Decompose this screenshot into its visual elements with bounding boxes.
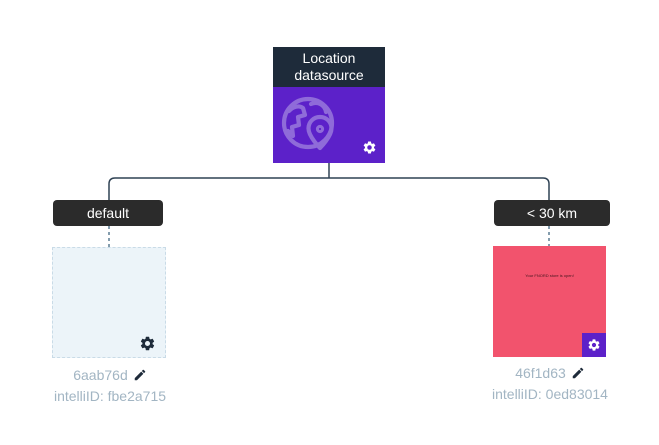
node-body: [273, 87, 385, 163]
edit-pencil-icon[interactable]: [133, 367, 147, 381]
variant-caption-distance: 46f1d63 intelliID: 0ed83014: [465, 363, 635, 405]
variant-box-distance[interactable]: Your FNORD store is open!: [493, 246, 606, 357]
gear-icon[interactable]: [362, 140, 377, 155]
globe-location-icon: [277, 92, 343, 165]
variant-id: 46f1d63: [515, 365, 566, 381]
variant-caption-default: 6aab76d intelliID: fbe2a715: [25, 365, 195, 407]
variant-id: 6aab76d: [73, 367, 128, 383]
gear-icon[interactable]: [139, 335, 156, 352]
edit-pencil-icon[interactable]: [571, 365, 585, 379]
node-location-datasource[interactable]: Location datasource: [273, 47, 385, 163]
node-title: Location datasource: [273, 47, 385, 87]
branch-label-distance[interactable]: < 30 km: [494, 200, 610, 226]
branch-label-default[interactable]: default: [53, 200, 163, 226]
intelli-id: intelliID: fbe2a715: [53, 388, 167, 404]
message-preview-text: Your FNORD store is open!: [525, 273, 574, 278]
intelli-id: intelliID: 0ed83014: [492, 386, 608, 402]
gear-badge[interactable]: [582, 333, 606, 357]
variant-box-default[interactable]: [52, 247, 166, 358]
